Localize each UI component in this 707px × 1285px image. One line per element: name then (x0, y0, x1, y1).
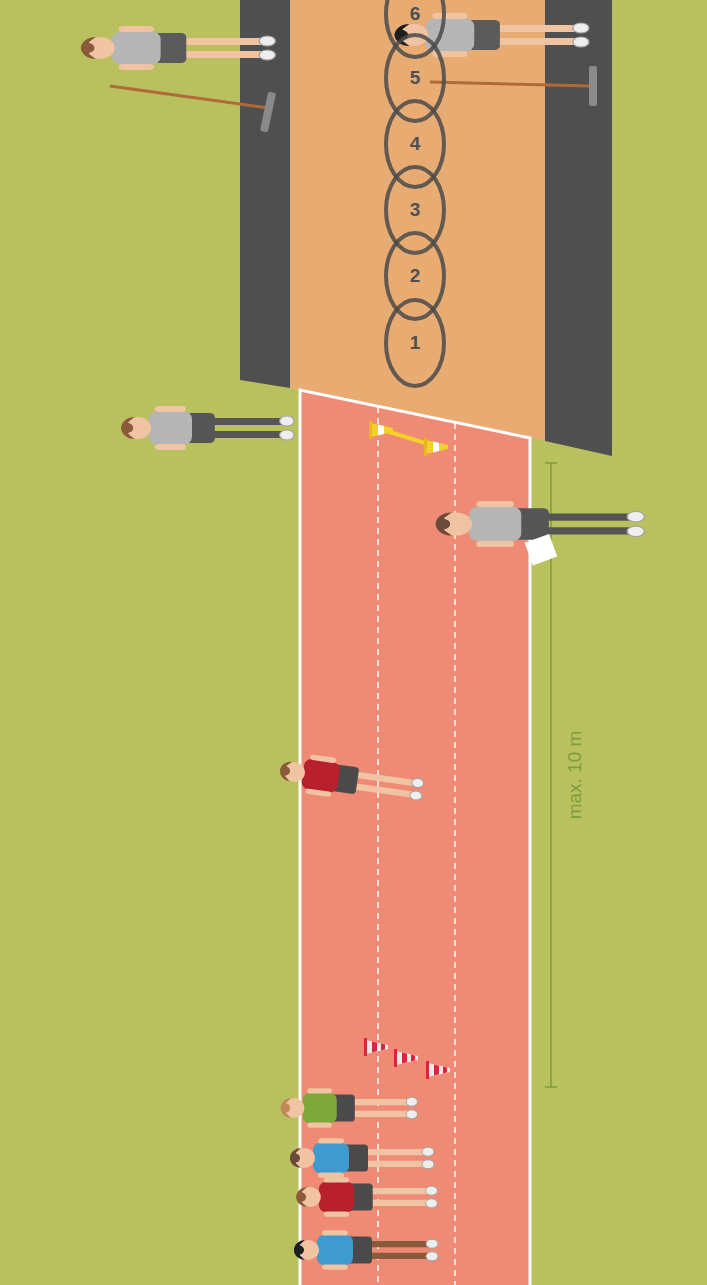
waiting-child (290, 1138, 434, 1178)
take-off-cones (369, 421, 448, 456)
zone-ring: 3 (384, 165, 446, 255)
waiting-child (294, 1230, 438, 1270)
waiting-child (281, 1088, 418, 1128)
zone-ring: 5 (384, 33, 446, 123)
rake (110, 86, 276, 132)
helper (81, 26, 275, 70)
zone-ring: 4 (384, 99, 446, 189)
dimension-label: max. 10 m (564, 731, 586, 820)
waiting-child (296, 1177, 437, 1217)
zone-ring: 1 (384, 298, 446, 388)
lane-line (454, 423, 456, 1285)
sand-pit (290, 0, 545, 441)
helper (436, 501, 645, 565)
zone-ring: 6 (384, 0, 446, 59)
pit-border (545, 0, 612, 456)
zone-ring: 2 (384, 231, 446, 321)
helper (121, 406, 294, 450)
rake (430, 66, 597, 106)
zone-number: 6 (384, 0, 446, 25)
start-cones (364, 1038, 450, 1079)
runner (277, 750, 425, 809)
